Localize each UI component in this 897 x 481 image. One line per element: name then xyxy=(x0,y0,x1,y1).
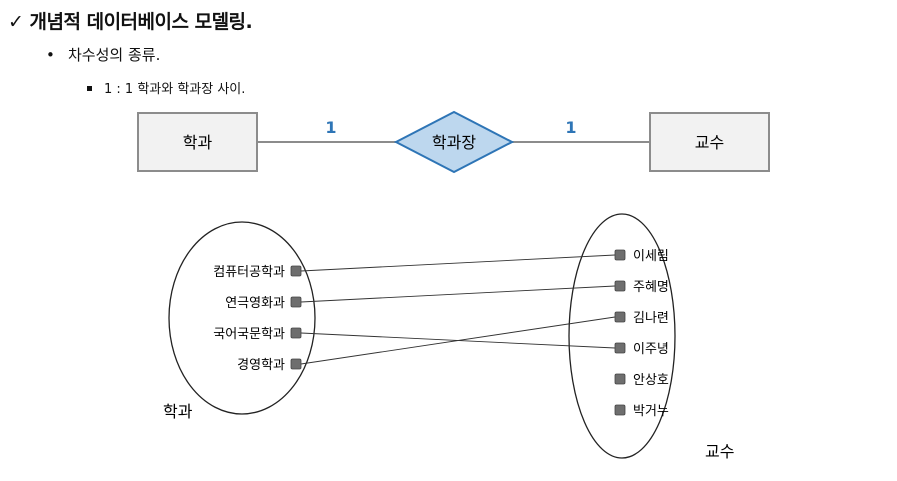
link-lines xyxy=(300,254,616,365)
link-line xyxy=(300,254,616,272)
right-item-label: 이주녕 xyxy=(633,342,669,357)
left-item-label: 경영학과 xyxy=(237,358,285,373)
cardinality-left: 1 xyxy=(325,118,336,137)
right-item-label: 이세림 xyxy=(633,249,669,264)
left-set-label: 학과 xyxy=(163,402,193,421)
left-item-marker xyxy=(290,358,302,370)
left-item-marker xyxy=(290,296,302,308)
left-item-label: 연극영화과 xyxy=(225,296,285,311)
right-item-marker xyxy=(614,311,626,323)
right-item-label: 박거누 xyxy=(633,404,669,419)
right-item-label: 안상호 xyxy=(633,373,669,388)
right-item-marker xyxy=(614,373,626,385)
left-item-marker xyxy=(290,265,302,277)
relationship-label: 학과장 xyxy=(432,133,476,152)
link-line xyxy=(300,316,616,365)
left-item-label: 국어국문학과 xyxy=(213,327,285,342)
bullet-level1: • 차수성의 종류. xyxy=(46,44,160,65)
cardinality-right: 1 xyxy=(565,118,576,137)
bullet-level2: 1 : 1 학과와 학과장 사이. xyxy=(87,78,245,97)
entity-right-label: 교수 xyxy=(695,133,724,152)
left-item-label: 컴퓨터공학과 xyxy=(213,265,285,280)
left-item-marker xyxy=(290,327,302,339)
section-heading: ✓ 개념적 데이터베이스 모델링. xyxy=(8,7,253,34)
bullet-level1-text: 차수성의 종류. xyxy=(68,46,161,64)
entity-box-right xyxy=(649,112,770,172)
link-line xyxy=(300,285,616,303)
right-item-marker xyxy=(614,404,626,416)
right-item-marker xyxy=(614,249,626,261)
relationship-diamond xyxy=(393,110,515,174)
left-set-ellipse xyxy=(168,221,316,415)
bullet-square-icon xyxy=(87,86,92,91)
right-item-marker xyxy=(614,280,626,292)
right-item-marker xyxy=(614,342,626,354)
heading-title: 개념적 데이터베이스 모델링. xyxy=(29,11,253,33)
entity-left-label: 학과 xyxy=(183,133,213,152)
right-set-ellipse xyxy=(568,213,676,459)
bullet-level2-text: 1 : 1 학과와 학과장 사이. xyxy=(104,82,246,97)
right-set-label: 교수 xyxy=(705,442,734,461)
er-diagram: 학과 학과장 교수 1 1 xyxy=(137,110,770,174)
bullet-dot-icon: • xyxy=(46,46,55,64)
right-item-label: 주혜명 xyxy=(633,280,669,295)
right-item-label: 김나련 xyxy=(633,311,669,326)
check-icon: ✓ xyxy=(8,11,24,33)
entity-box-left xyxy=(137,112,258,172)
